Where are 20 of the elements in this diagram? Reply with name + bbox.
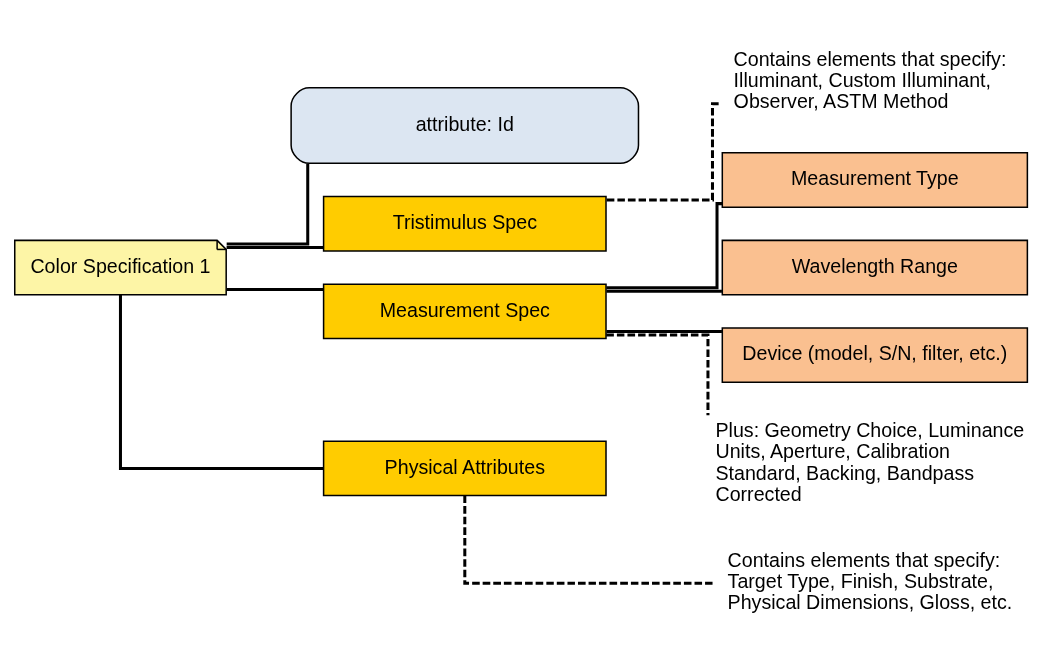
connector xyxy=(118,295,324,470)
node-text: Plus: Geometry Choice, Luminance Units, Aperture, Calibration Standard, Backing, Bandpass Corrected xyxy=(715,419,1025,505)
connector xyxy=(463,495,716,585)
node-box: Physical Attributes xyxy=(322,440,607,497)
connector xyxy=(606,330,722,333)
connector xyxy=(606,289,722,293)
connector xyxy=(606,333,710,416)
connector xyxy=(226,245,324,249)
node-box: Measurement Spec xyxy=(322,283,607,340)
node-box: Tristimulus Spec xyxy=(322,195,607,252)
connector xyxy=(606,202,723,290)
node-box: attribute: Id xyxy=(290,87,640,165)
node-box: Measurement Type xyxy=(721,152,1029,208)
connector xyxy=(226,163,310,246)
node-box: Device (model, S/N, filter, etc.) xyxy=(721,327,1029,384)
node-text: Contains elements that specify: Illuminant, Custom Illuminant, Observer, ASTM Method xyxy=(733,47,1007,113)
node-box: Wavelength Range xyxy=(721,239,1029,296)
node-text: Contains elements that specify: Target Type, Finish, Substrate, Physical Dimensions, Gloss, etc. xyxy=(727,549,1013,614)
connector xyxy=(226,287,324,291)
connector xyxy=(606,102,722,202)
